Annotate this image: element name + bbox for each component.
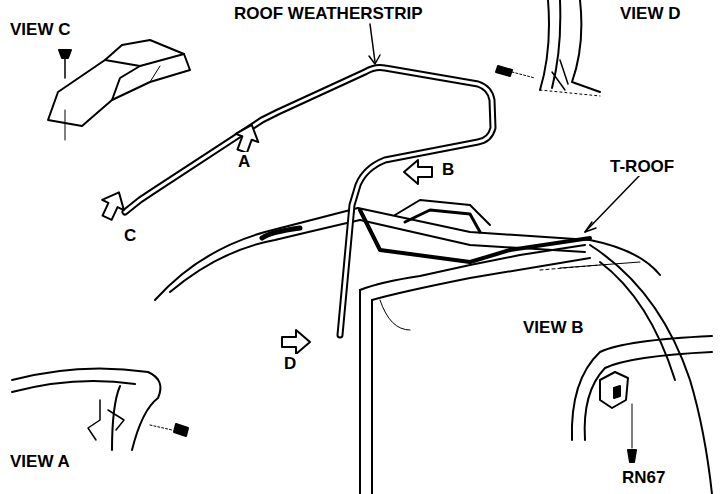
roof-weatherstrip <box>125 0 493 335</box>
car-body <box>155 200 712 494</box>
part-label: D <box>282 354 298 373</box>
part-label: T-ROOF <box>608 157 676 176</box>
part-label: ROOF WEATHERSTRIP <box>232 4 425 23</box>
view-c-detail <box>48 40 190 140</box>
view-arrows <box>96 121 640 354</box>
part-label: C <box>122 226 138 245</box>
part-label: A <box>236 152 252 171</box>
view-a-detail <box>12 368 188 450</box>
part-label: B <box>440 160 456 179</box>
part-label: VIEW C <box>8 20 72 39</box>
view-d-detail <box>496 0 600 96</box>
view-b-detail <box>572 336 712 462</box>
part-label: VIEW D <box>618 4 682 23</box>
part-label: VIEW A <box>8 452 72 471</box>
part-label: VIEW B <box>521 318 585 337</box>
part-label: RN67 <box>620 468 667 487</box>
